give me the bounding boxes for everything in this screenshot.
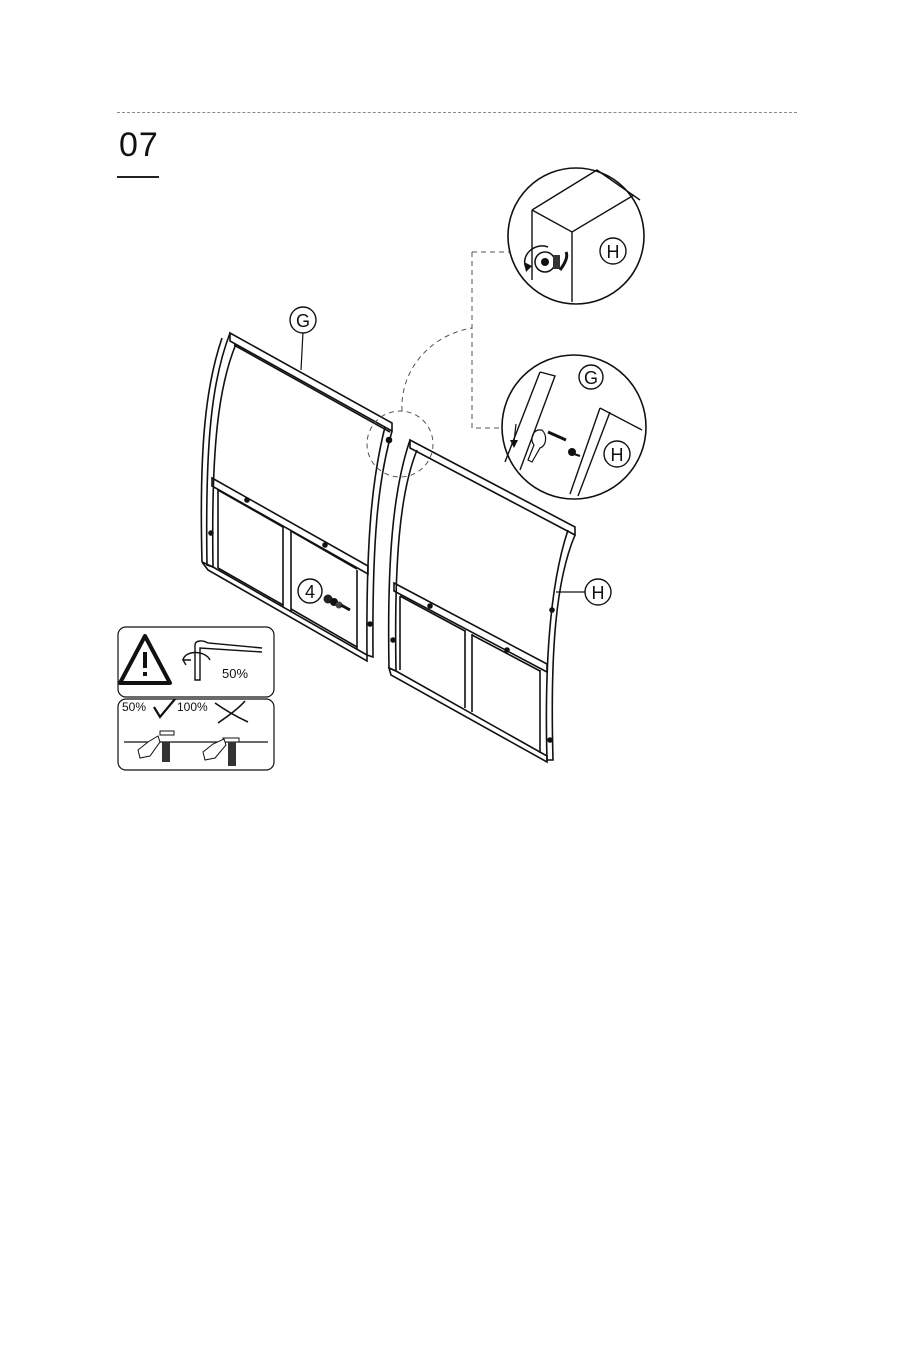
tighten-comparison-box: 50% 100%: [118, 699, 274, 770]
ok-percent: 50%: [122, 700, 146, 714]
zoom-bottom-label-h: H: [611, 445, 624, 465]
panel-g: [201, 333, 392, 661]
hardware-callout: 4: [298, 579, 350, 610]
bad-percent: 100%: [177, 700, 208, 714]
label-g: G: [296, 311, 310, 331]
zoom-top-label-h: H: [607, 242, 620, 262]
warning-box: 50%: [118, 627, 274, 697]
hardware-quantity: 4: [305, 582, 315, 602]
zoom-bottom-label-g: G: [584, 368, 598, 388]
label-g-callout: G: [290, 307, 316, 370]
zoom-detail-top: H: [508, 168, 644, 304]
zoom-detail-bottom: G H: [502, 355, 646, 499]
label-h-callout: H: [556, 579, 611, 605]
bolt-icon: [324, 595, 351, 611]
label-h: H: [592, 583, 605, 603]
tighten-percent: 50%: [222, 666, 248, 681]
